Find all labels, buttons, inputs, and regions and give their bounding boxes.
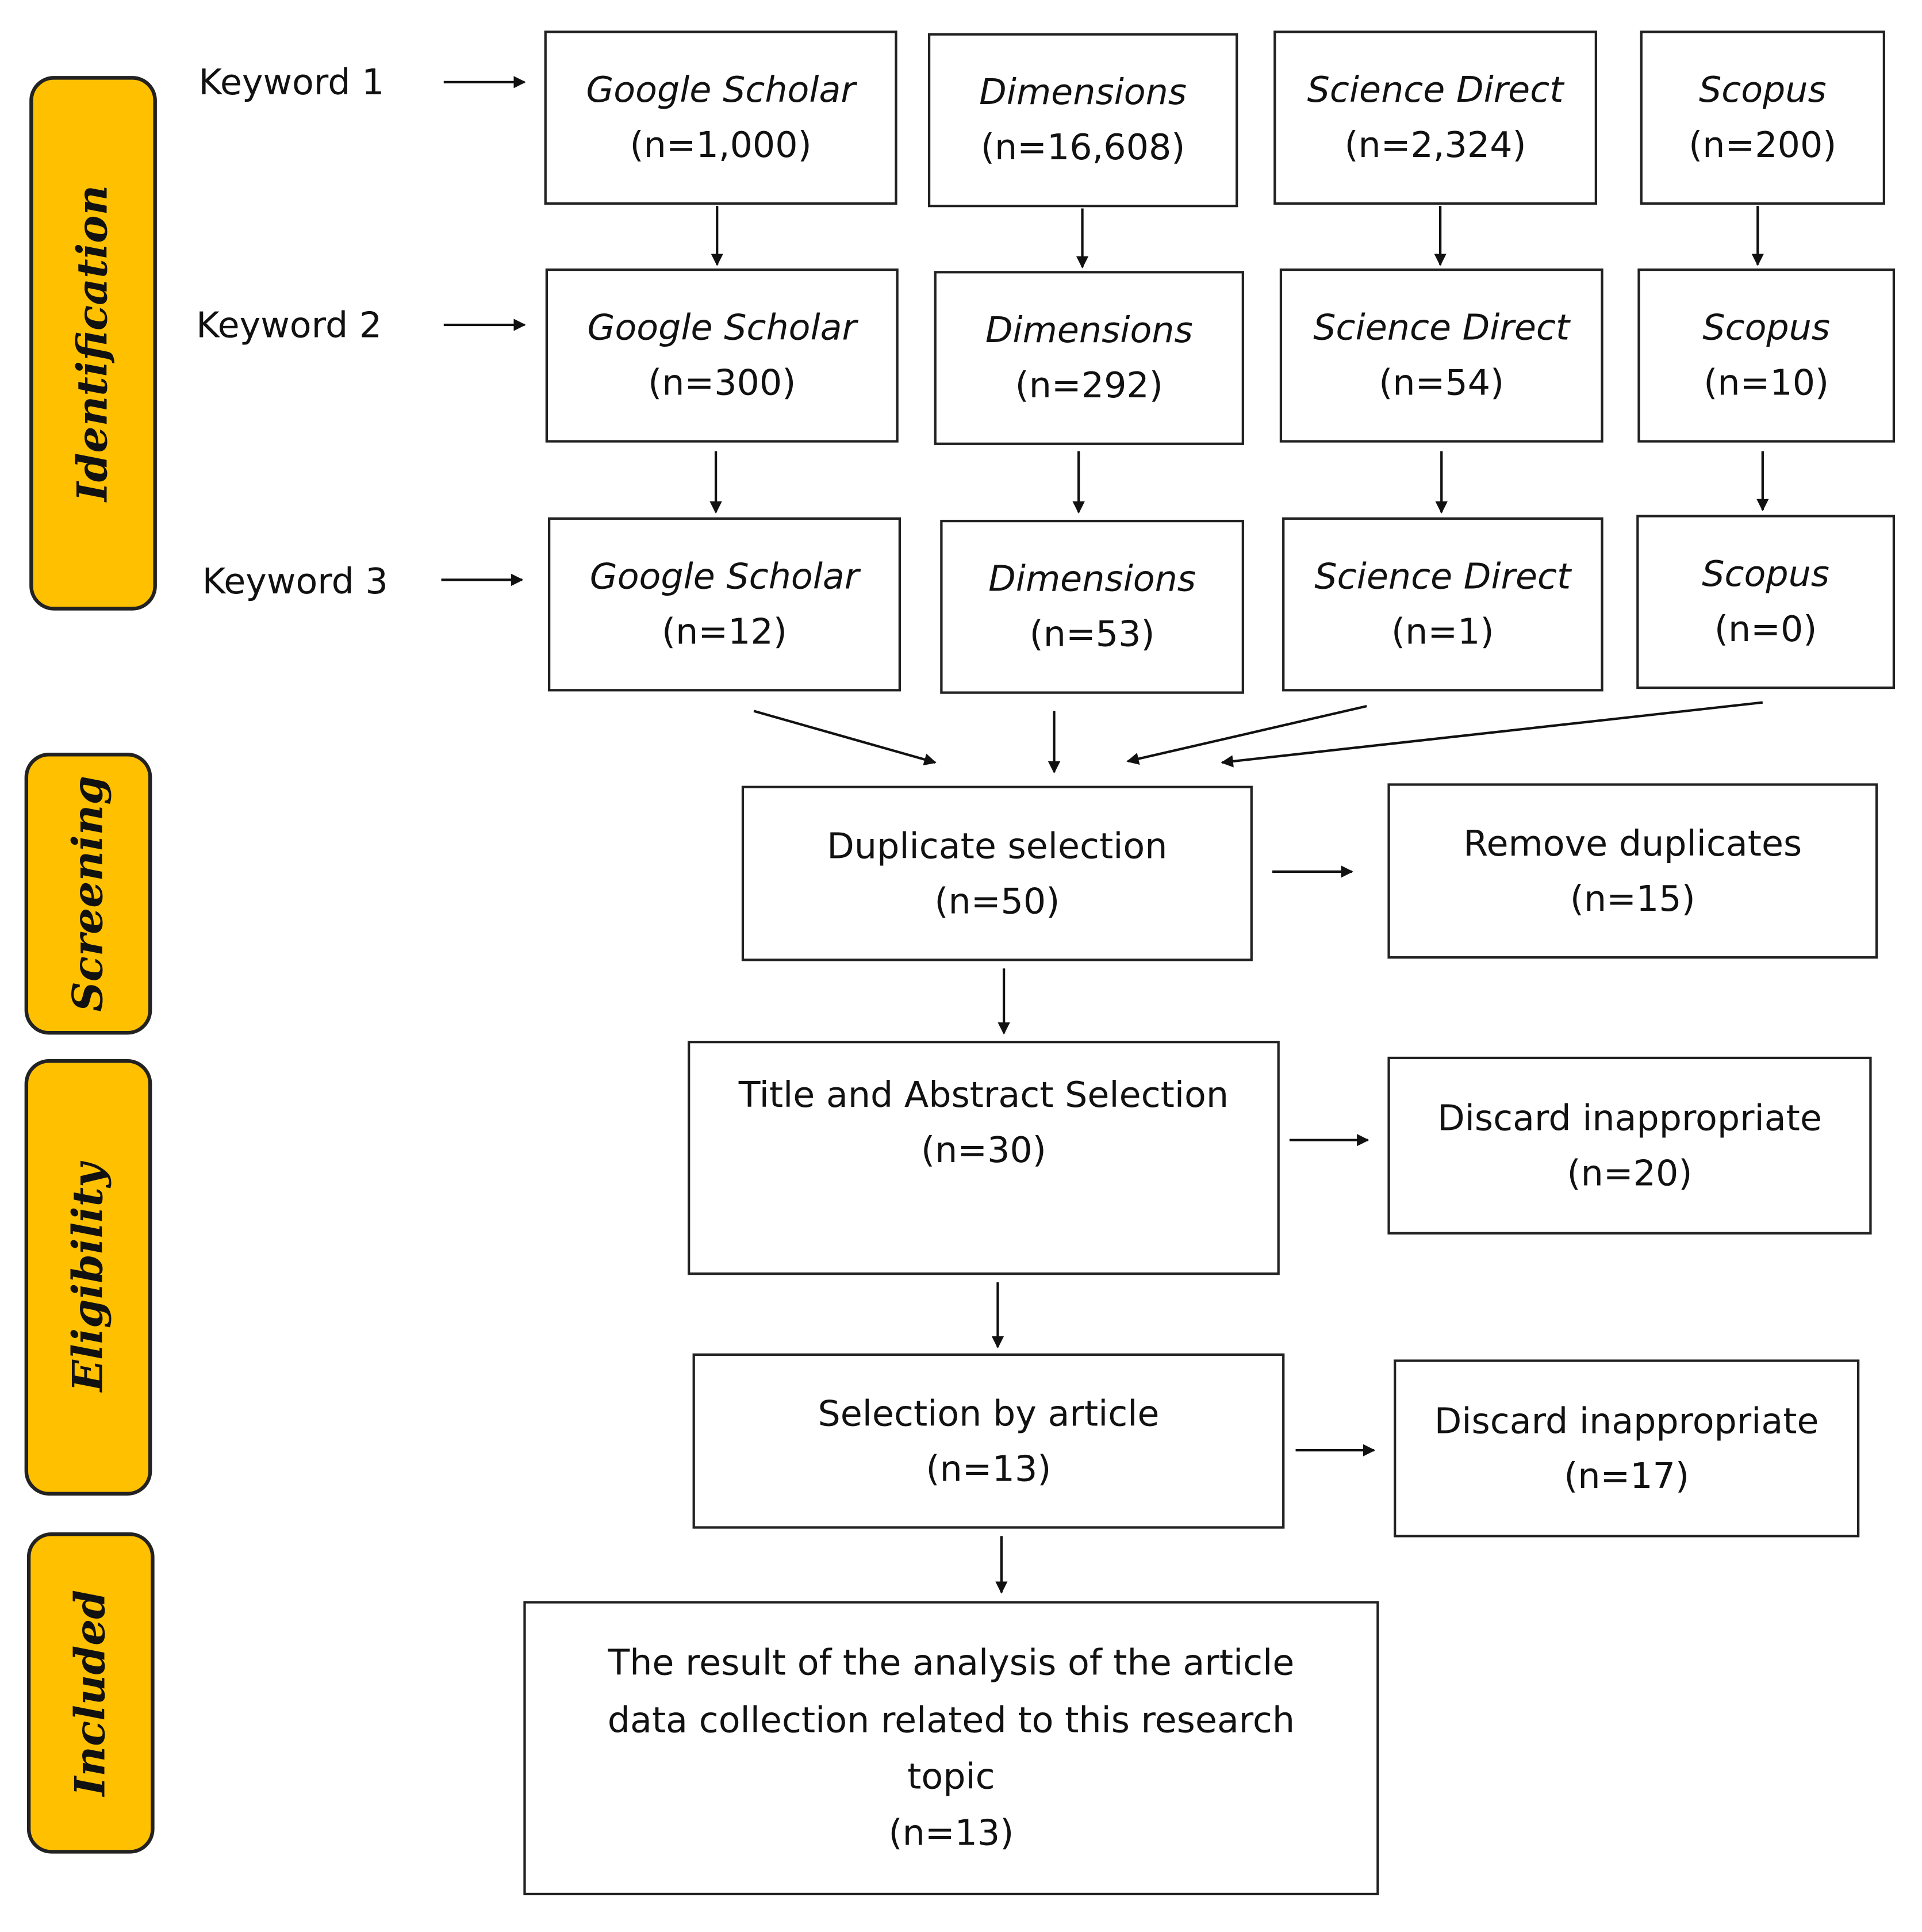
- source-box-google-scholar-k1: Google Scholar (n=1,000): [544, 30, 897, 205]
- source-count: (n=16,608): [980, 126, 1186, 168]
- discard-inappropriate-box-1: Discard inappropriate (n=20): [1387, 1056, 1872, 1235]
- step-count: (n=13): [926, 1447, 1052, 1489]
- source-box-science-direct-k3: Science Direct (n=1): [1282, 517, 1603, 692]
- source-box-science-direct-k1: Science Direct (n=2,324): [1273, 30, 1597, 205]
- source-count: (n=292): [1015, 364, 1163, 406]
- source-box-scopus-k1: Scopus (n=200): [1640, 30, 1886, 205]
- title-abstract-selection-box: Title and Abstract Selection (n=30): [688, 1041, 1280, 1275]
- step-label: Title and Abstract Selection: [738, 1074, 1229, 1116]
- source-name: Dimensions: [979, 71, 1187, 113]
- source-box-science-direct-k2: Science Direct (n=54): [1279, 268, 1603, 443]
- phase-identification: Identification: [29, 76, 157, 611]
- source-name: Science Direct: [1307, 68, 1564, 111]
- source-name: Google Scholar: [586, 68, 855, 111]
- keyword-2-label: Keyword 2: [196, 304, 382, 346]
- source-count: (n=1,000): [630, 124, 812, 166]
- result-line-2: data collection related to this research: [607, 1699, 1295, 1741]
- source-count: (n=10): [1704, 361, 1829, 404]
- phase-eligibility: Eligibility: [24, 1059, 152, 1496]
- source-count: (n=54): [1379, 361, 1505, 404]
- source-name: Dimensions: [985, 309, 1193, 351]
- keyword-1-label: Keyword 1: [198, 61, 385, 103]
- source-count: (n=0): [1714, 608, 1817, 650]
- converge-arrow: [1221, 701, 1763, 768]
- source-box-scopus-k2: Scopus (n=10): [1637, 268, 1896, 443]
- converge-arrow: [753, 710, 937, 766]
- source-box-scopus-k3: Scopus (n=0): [1636, 515, 1896, 689]
- source-count: (n=300): [648, 361, 796, 404]
- converge-arrow: [1126, 704, 1367, 765]
- result-count: (n=13): [888, 1812, 1014, 1854]
- step-label: Remove duplicates: [1463, 822, 1802, 864]
- step-count: (n=17): [1564, 1454, 1690, 1497]
- step-count: (n=30): [920, 1129, 1046, 1171]
- source-box-dimensions-k3: Dimensions (n=53): [940, 519, 1244, 694]
- source-count: (n=53): [1029, 613, 1155, 655]
- phase-screening: Screening: [24, 753, 152, 1035]
- source-name: Google Scholar: [587, 306, 857, 348]
- final-result-box: The result of the analysis of the articl…: [523, 1601, 1379, 1896]
- phase-included: Included: [26, 1532, 155, 1854]
- source-name: Scopus: [1702, 306, 1831, 348]
- source-name: Science Direct: [1314, 555, 1571, 597]
- source-name: Science Direct: [1313, 306, 1570, 348]
- source-count: (n=1): [1391, 610, 1494, 653]
- source-name: Dimensions: [988, 558, 1196, 600]
- remove-duplicates-box: Remove duplicates (n=15): [1387, 783, 1878, 959]
- source-name: Google Scholar: [589, 555, 860, 597]
- source-name: Scopus: [1702, 553, 1830, 595]
- source-name: Scopus: [1698, 68, 1827, 111]
- step-label: Duplicate selection: [827, 824, 1168, 867]
- source-box-google-scholar-k3: Google Scholar (n=12): [548, 517, 901, 692]
- source-count: (n=2,324): [1344, 124, 1526, 166]
- discard-inappropriate-box-2: Discard inappropriate (n=17): [1394, 1359, 1860, 1538]
- result-line-1: The result of the analysis of the articl…: [608, 1642, 1295, 1684]
- step-label: Selection by article: [818, 1392, 1160, 1434]
- step-label: Discard inappropriate: [1434, 1399, 1819, 1442]
- source-box-dimensions-k1: Dimensions (n=16,608): [927, 33, 1238, 208]
- step-count: (n=15): [1570, 877, 1695, 919]
- step-label: Discard inappropriate: [1437, 1097, 1822, 1138]
- source-box-google-scholar-k2: Google Scholar (n=300): [545, 268, 899, 443]
- step-count: (n=50): [934, 879, 1060, 922]
- source-box-dimensions-k2: Dimensions (n=292): [934, 271, 1244, 445]
- step-count: (n=20): [1567, 1152, 1693, 1194]
- source-count: (n=200): [1689, 124, 1837, 166]
- duplicate-selection-box: Duplicate selection (n=50): [741, 785, 1253, 961]
- source-count: (n=12): [662, 610, 787, 653]
- result-line-3: topic: [907, 1755, 995, 1797]
- selection-by-article-box: Selection by article (n=13): [692, 1353, 1285, 1529]
- keyword-3-label: Keyword 3: [202, 560, 388, 602]
